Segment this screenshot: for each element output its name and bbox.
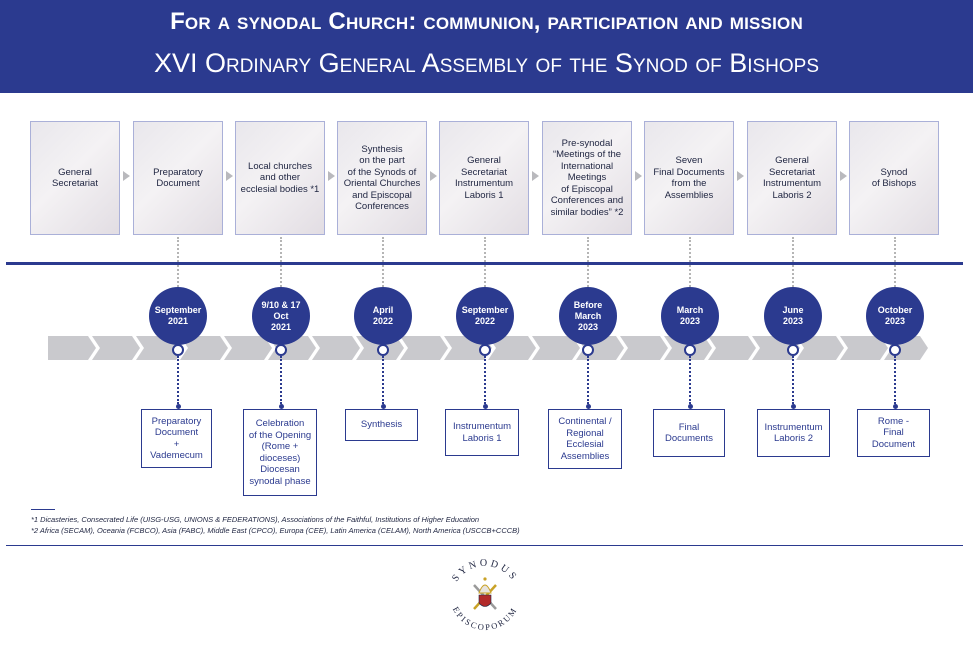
output-connector [177, 356, 179, 404]
timeline-pin [479, 344, 491, 356]
stage-arrow [840, 171, 847, 181]
connector-dots [177, 265, 179, 287]
logo-text-bottom: EPISCOPORUM [451, 605, 517, 632]
connector-end-dot [176, 404, 181, 409]
connector-dots [484, 265, 486, 287]
connector-end-dot [893, 404, 898, 409]
timeline-pin [172, 344, 184, 356]
timeline-pin [684, 344, 696, 356]
connector-end-dot [279, 404, 284, 409]
connector-dots [587, 237, 589, 262]
connector-dots [177, 237, 179, 262]
timeline-pin [889, 344, 901, 356]
connector-dots [792, 237, 794, 262]
connector-dots [280, 265, 282, 287]
timeline-pin [275, 344, 287, 356]
connector-end-dot [586, 404, 591, 409]
connector-dots [484, 237, 486, 262]
stage-arrow [430, 171, 437, 181]
output-box-synthesis: Synthesis [345, 409, 418, 441]
svg-text:EPISCOPORUM: EPISCOPORUM [451, 605, 519, 632]
timeline-pin [582, 344, 594, 356]
output-connector [587, 356, 589, 404]
timeline-pin [377, 344, 389, 356]
page-title: For a synodal Church: communion, partici… [170, 8, 803, 35]
connector-dots [894, 265, 896, 287]
connector-dots [792, 265, 794, 287]
connector-dots [894, 237, 896, 262]
header-banner: For a synodal Church: communion, partici… [0, 0, 973, 93]
page-subtitle: XVI Ordinary General Assembly of the Syn… [153, 48, 820, 78]
stage-arrow [226, 171, 233, 181]
connector-dots [382, 237, 384, 262]
stage-arrow [737, 171, 744, 181]
timeline-divider [6, 262, 963, 265]
output-connector [792, 356, 794, 404]
stage-arrow [635, 171, 642, 181]
synodus-episcoporum-logo: SYNODUS EPISCOPORUM [450, 558, 519, 632]
connector-dots [689, 265, 691, 287]
output-connector [894, 356, 896, 404]
output-connector [280, 356, 282, 404]
connector-end-dot [791, 404, 796, 409]
footnote-1: *1 Dicasteries, Consecrated Life (UISG-U… [31, 515, 480, 524]
connector-end-dot [381, 404, 386, 409]
timeline-pin [787, 344, 799, 356]
stage-arrow [123, 171, 130, 181]
stage-arrow [328, 171, 335, 181]
output-connector [484, 356, 486, 404]
connector-dots [689, 237, 691, 262]
connector-dots [382, 265, 384, 287]
connector-dots [280, 237, 282, 262]
footnote-2: *2 Africa (SECAM), Oceania (FCBCO), Asia… [31, 526, 520, 535]
connector-end-dot [483, 404, 488, 409]
bottom-divider [6, 545, 963, 546]
stage-arrow [532, 171, 539, 181]
output-connector [382, 356, 384, 404]
connector-end-dot [688, 404, 693, 409]
connector-dots [587, 265, 589, 287]
footnote-rule [31, 509, 55, 510]
output-connector [689, 356, 691, 404]
